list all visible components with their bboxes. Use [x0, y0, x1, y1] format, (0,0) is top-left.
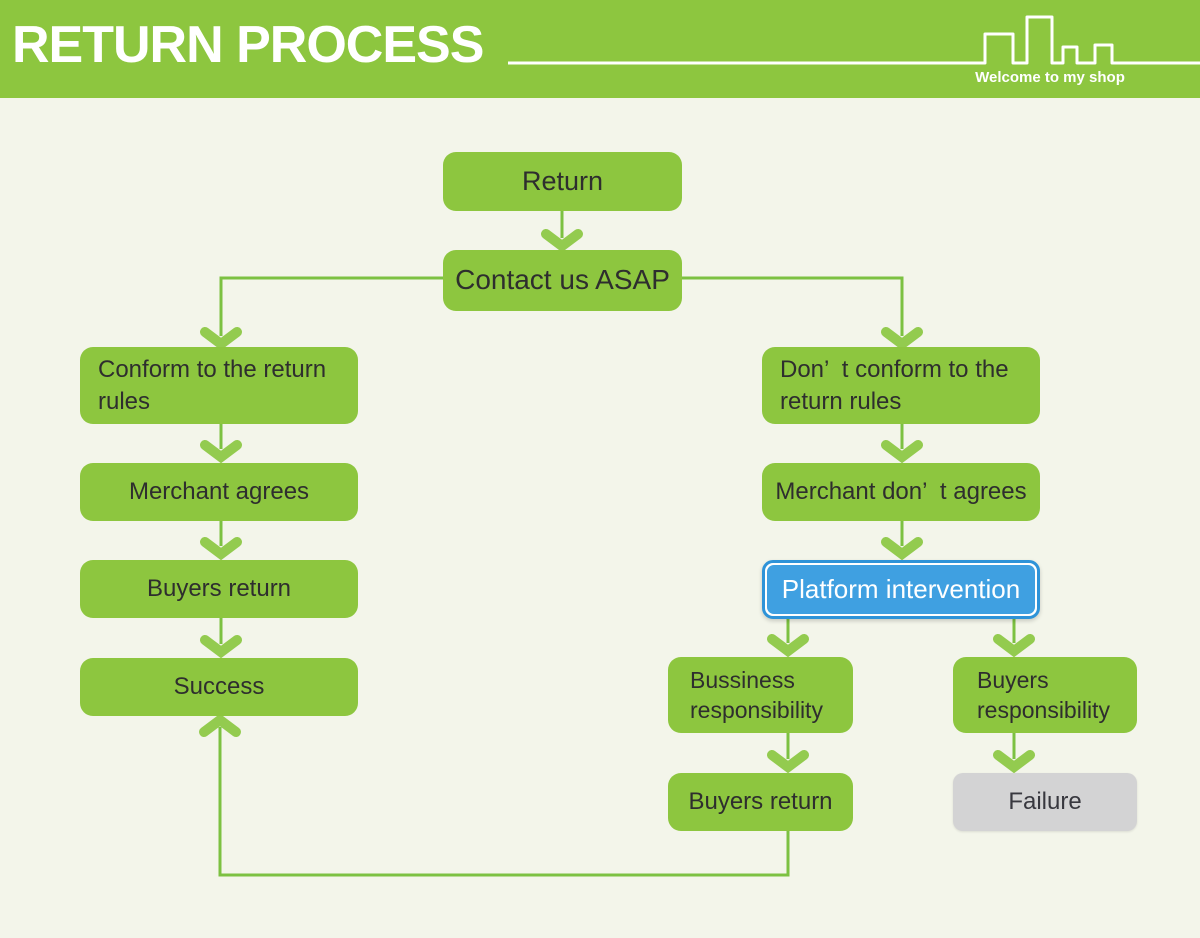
platform-intervention-label: Platform intervention	[767, 565, 1035, 614]
page-title: RETURN PROCESS	[12, 16, 484, 74]
arrow-down-icon	[767, 634, 809, 658]
node-success: Success	[80, 658, 358, 716]
node-dont-conform-rules: Don’ t conform to the return rules	[762, 347, 1040, 424]
arrow-down-icon	[200, 327, 242, 351]
arrow-down-icon	[767, 750, 809, 774]
arrow-down-icon	[200, 537, 242, 561]
arrow-down-icon	[881, 440, 923, 464]
node-conform-rules: Conform to the return rules	[80, 347, 358, 424]
node-platform-intervention: Platform intervention	[762, 560, 1040, 619]
arrow-down-icon	[200, 440, 242, 464]
arrow-down-icon	[993, 750, 1035, 774]
arrow-down-icon	[200, 635, 242, 659]
arrow-down-icon	[541, 229, 583, 253]
arrow-up-icon	[199, 713, 241, 737]
node-buyers-return-bottom: Buyers return	[668, 773, 853, 831]
arrow-down-icon	[881, 327, 923, 351]
node-buyers-return-left: Buyers return	[80, 560, 358, 618]
node-business-responsibility: Bussiness responsibility	[668, 657, 853, 733]
arrow-down-icon	[993, 634, 1035, 658]
shop-tagline: Welcome to my shop	[975, 69, 1125, 86]
node-contact-us-asap: Contact us ASAP	[443, 250, 682, 311]
arrow-down-icon	[881, 537, 923, 561]
node-buyers-responsibility: Buyers responsibility	[953, 657, 1137, 733]
node-merchant-agrees: Merchant agrees	[80, 463, 358, 521]
node-return: Return	[443, 152, 682, 211]
node-merchant-dont-agree: Merchant don’ t agrees	[762, 463, 1040, 521]
node-failure: Failure	[953, 773, 1137, 831]
header: RETURN PROCESS Welcome to my shop	[0, 0, 1200, 98]
city-skyline-icon	[508, 15, 1200, 65]
